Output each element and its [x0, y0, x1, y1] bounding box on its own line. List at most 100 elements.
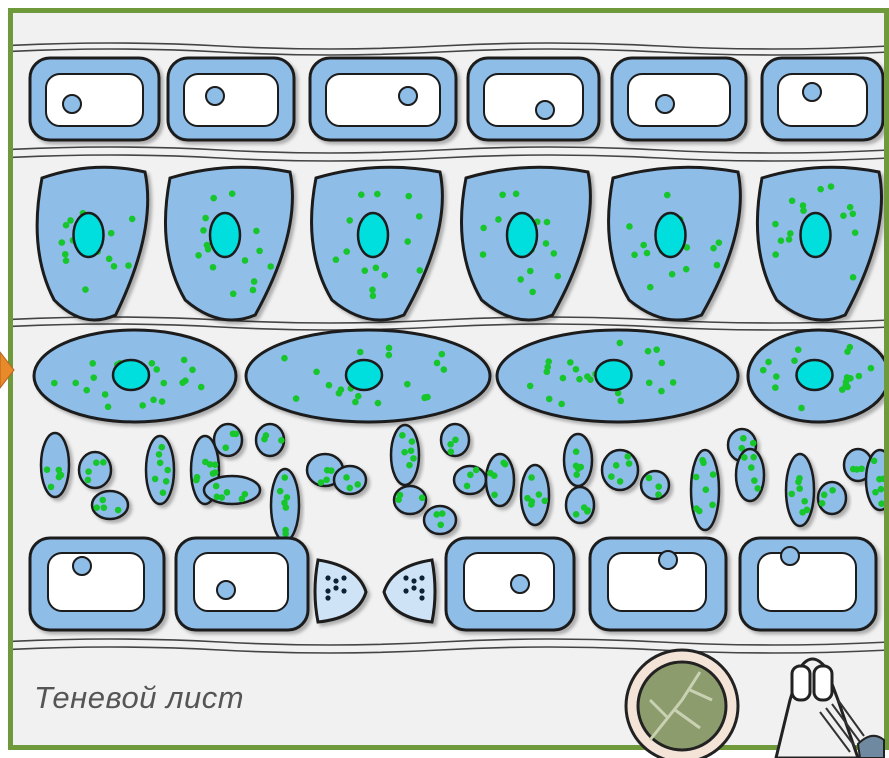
- membrane-line: [0, 317, 889, 323]
- chloroplast: [664, 192, 671, 199]
- nucleus: [656, 213, 686, 257]
- chloroplast: [624, 453, 631, 460]
- chloroplast: [242, 257, 249, 264]
- chloroplast: [491, 472, 498, 479]
- spongy-cell: [818, 482, 846, 514]
- epidermis-cell: [168, 58, 294, 140]
- nucleus: [656, 95, 674, 113]
- chloroplast: [242, 491, 249, 498]
- chloroplast: [160, 380, 167, 387]
- epidermis-cell: [740, 538, 876, 630]
- chloroplast: [343, 248, 350, 255]
- spongy-cell: [204, 476, 260, 504]
- chloroplast: [786, 236, 793, 243]
- chloroplast: [164, 467, 171, 474]
- chloroplast: [44, 466, 51, 473]
- spongy-cell: [391, 425, 419, 485]
- chloroplast: [343, 474, 350, 481]
- epidermis-cell: [30, 538, 164, 630]
- chloroplast: [263, 432, 270, 439]
- chloroplast: [658, 388, 665, 395]
- guard-cell: [315, 560, 366, 622]
- nucleus: [803, 83, 821, 101]
- chloroplast: [373, 265, 380, 272]
- chloroplast: [230, 291, 237, 298]
- nucleus: [399, 87, 417, 105]
- chloroplast: [772, 221, 779, 228]
- leaf-magnifier-icon[interactable]: [626, 650, 738, 758]
- chloroplast: [543, 240, 550, 247]
- epidermis-cell: [446, 538, 574, 630]
- chloroplast: [714, 262, 721, 269]
- nucleus: [511, 575, 529, 593]
- chloroplast: [85, 477, 92, 484]
- chloroplast: [868, 365, 875, 372]
- chloroplast: [789, 197, 796, 204]
- chloroplast: [156, 451, 163, 458]
- chloroplast: [617, 340, 624, 347]
- chloroplast: [464, 483, 471, 490]
- chloroplast: [250, 287, 257, 294]
- chloroplast: [434, 360, 441, 367]
- mesophyll-cell: [165, 167, 292, 320]
- chloroplast: [410, 455, 417, 462]
- chloroplast: [787, 230, 794, 237]
- chloroplast: [878, 500, 885, 507]
- chloroplast: [83, 387, 90, 394]
- spongy-cell: [602, 450, 638, 490]
- chloroplast: [576, 376, 583, 383]
- chloroplast: [646, 475, 653, 482]
- chloroplast: [90, 374, 97, 381]
- chloroplast: [700, 459, 707, 466]
- chloroplast: [229, 190, 236, 197]
- chloroplast: [751, 477, 758, 484]
- chloroplast: [653, 346, 660, 353]
- chloroplast: [760, 367, 767, 374]
- chloroplast: [573, 511, 580, 518]
- chloroplast: [491, 491, 498, 498]
- chloroplast: [189, 366, 196, 373]
- membrane-line: [0, 49, 889, 55]
- nucleus: [346, 360, 382, 390]
- chloroplast: [573, 366, 580, 373]
- chloroplast: [527, 268, 534, 275]
- pointer-arrow-icon[interactable]: [0, 352, 14, 388]
- nucleus: [781, 547, 799, 565]
- chloroplast: [323, 476, 330, 483]
- chloroplast: [281, 474, 288, 481]
- chloroplast: [655, 483, 662, 490]
- chloroplast: [856, 373, 863, 380]
- chloroplast: [613, 462, 620, 469]
- spongy-cell: [394, 486, 426, 514]
- microscope-icon[interactable]: [776, 659, 884, 758]
- chloroplast: [341, 588, 346, 593]
- chloroplast: [584, 373, 591, 380]
- membrane-line: [0, 639, 889, 645]
- chloroplast: [313, 369, 320, 376]
- chloroplast: [546, 396, 553, 403]
- mesophyll-cell: [246, 330, 490, 422]
- chloroplast: [452, 437, 459, 444]
- spongy-cell: [441, 424, 469, 456]
- chloroplast: [158, 444, 165, 451]
- chloroplast: [517, 276, 524, 283]
- chloroplast: [798, 405, 805, 412]
- chloroplast: [333, 578, 338, 583]
- chloroplast: [817, 186, 824, 193]
- chloroplast: [772, 251, 779, 258]
- chloroplast: [336, 390, 343, 397]
- membrane-line: [0, 147, 889, 153]
- chloroplast: [282, 527, 289, 534]
- chloroplast: [844, 348, 851, 355]
- spongy-cell: [564, 434, 592, 486]
- chloroplast: [251, 278, 258, 285]
- nucleus: [507, 213, 537, 257]
- chloroplast: [419, 495, 426, 502]
- chloroplast: [210, 195, 217, 202]
- spongy-cell: [866, 450, 889, 510]
- chloroplast: [129, 216, 136, 223]
- chloroplast: [115, 507, 122, 514]
- chloroplast: [858, 465, 865, 472]
- chloroplast: [341, 575, 346, 580]
